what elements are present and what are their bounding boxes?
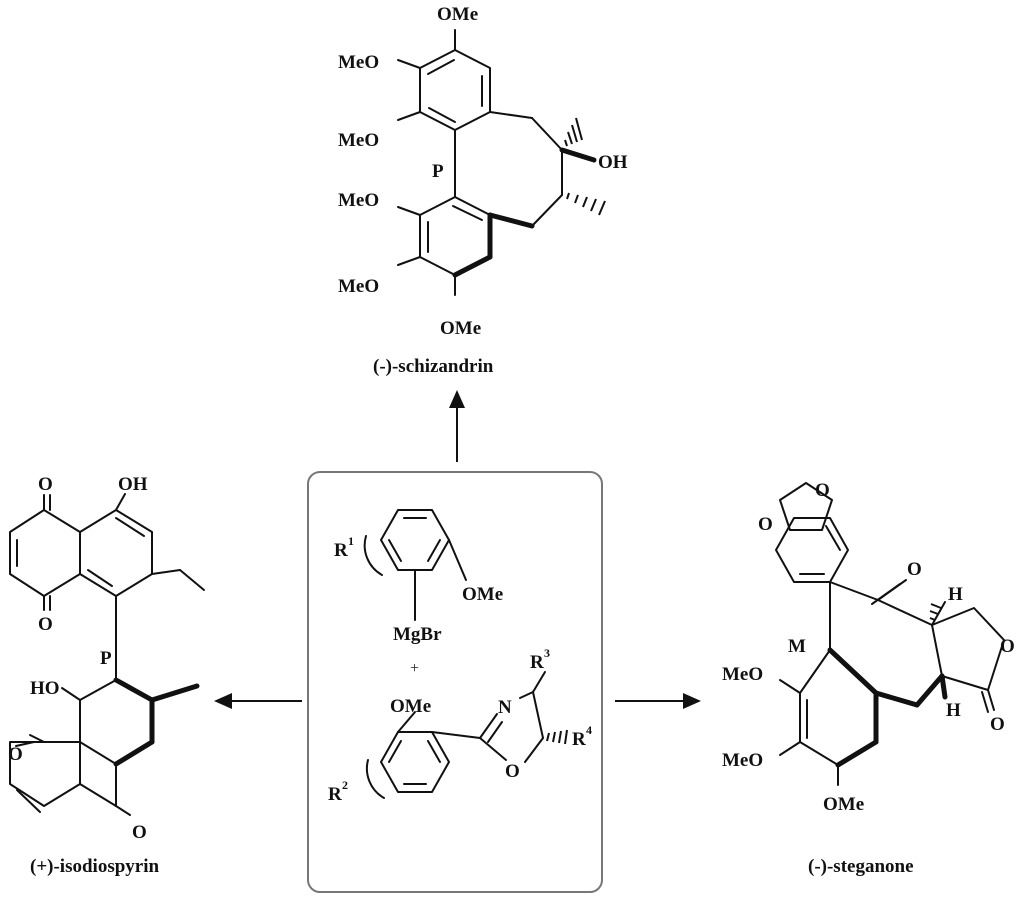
schizandrin-ome-top: OMe [437,4,478,25]
oxygen-label: O [505,761,520,782]
steganone-o-ring: O [1000,636,1015,657]
r3-label: R [530,652,544,673]
ome-grignard: OMe [462,584,503,605]
isodiospyrin-o-top: O [38,474,53,495]
steganone-o-b: O [758,514,773,535]
schizandrin-structure: OMe MeO MeO MeO MeO OMe OH P (-)-schizan… [338,4,628,377]
steganone-ome: OMe [823,794,864,815]
schizandrin-name: (-)-schizandrin [373,356,494,377]
steganone-h-top: H [948,584,963,605]
steganone-meo-1: MeO [722,664,763,685]
steganone-name: (-)-steganone [808,856,914,877]
r1-superscript: 1 [348,534,354,548]
isodiospyrin-axial-label: P [100,648,112,669]
isodiospyrin-o-bottom-left: O [8,744,23,765]
arrow-left [214,693,302,709]
isodiospyrin-structure: O OH O HO O O P (+)-isodiospyrin [8,474,205,877]
steganone-axial-label: M [788,636,806,657]
steganone-o-a: O [815,480,830,501]
ome-oxazoline: OMe [390,696,431,717]
reagent-box [307,471,603,893]
isodiospyrin-name: (+)-isodiospyrin [30,856,159,877]
schizandrin-meo-1: MeO [338,52,379,73]
steganone-structure: O O O H H O O MeO MeO OMe M (-)-steganon… [722,480,1015,877]
steganone-o-lactone: O [990,714,1005,735]
r1-label: R [334,540,348,561]
grignard-reagent: R 1 OMe MgBr + [334,509,503,677]
isodiospyrin-o-mid: O [38,614,53,635]
schizandrin-meo-3: MeO [338,190,379,211]
schizandrin-oh: OH [598,152,628,173]
nitrogen-label: N [498,697,512,718]
steganone-meo-2: MeO [722,750,763,771]
r2-superscript: 2 [342,778,348,792]
schizandrin-meo-4: MeO [338,276,379,297]
r2-label: R [328,784,342,805]
plus-sign: + [410,660,419,677]
isodiospyrin-oh-top: OH [118,474,148,495]
r4-superscript: 4 [586,723,592,737]
arrow-up [449,390,465,462]
schizandrin-axial-label: P [432,161,444,182]
arrow-right [615,693,701,709]
r3-superscript: 3 [544,646,550,660]
mgbr-label: MgBr [393,624,442,645]
schizandrin-ome-bottom: OMe [440,318,481,339]
isodiospyrin-o-bottom-right: O [132,822,147,843]
r4-label: R [572,729,586,750]
oxazoline-substrate: OMe N O R 2 R 3 R 4 [328,646,592,805]
steganone-h-bottom: H [946,700,961,721]
steganone-o-ketone: O [907,559,922,580]
schizandrin-meo-2: MeO [338,130,379,151]
isodiospyrin-ho: HO [30,678,60,699]
